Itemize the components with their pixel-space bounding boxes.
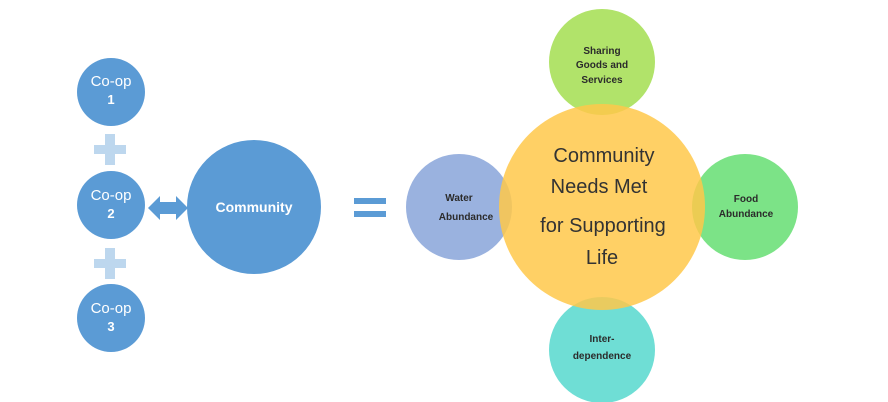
water-label-line2: Abundance — [439, 212, 494, 223]
coop-3-label: Co-op — [91, 300, 132, 317]
coop-1-number: 1 — [107, 92, 114, 107]
community-node: Community — [187, 140, 321, 274]
interdependence-label-line1: Inter- — [590, 334, 615, 345]
interdependence-label-line2: dependence — [573, 351, 632, 362]
coop-2-label: Co-op — [91, 187, 132, 204]
petal-interdependence — [549, 297, 655, 402]
water-label-line1: Water — [445, 193, 473, 204]
coop-1-label: Co-op — [91, 73, 132, 90]
coop-1-node: Co-op 1 — [77, 58, 145, 126]
petal-water-abundance — [406, 154, 512, 260]
center-needs-met-node — [499, 104, 705, 310]
petal-food-abundance — [692, 154, 798, 260]
center-label-line3: for Supporting — [540, 215, 666, 237]
coop-2-node: Co-op 2 — [77, 171, 145, 239]
coop-3-node: Co-op 3 — [77, 284, 145, 352]
equals-icon — [354, 198, 386, 217]
food-label-line1: Food — [734, 194, 758, 205]
center-label-line1: Community — [553, 145, 654, 167]
food-label-line2: Abundance — [719, 209, 774, 220]
center-label-line4: Life — [586, 247, 618, 269]
sharing-label-line2: Goods and — [576, 60, 628, 71]
coop-3-number: 3 — [107, 319, 114, 334]
center-label-line2: Needs Met — [551, 176, 648, 198]
petal-sharing-goods — [549, 9, 655, 115]
plus-icon — [94, 134, 126, 165]
plus-icon — [94, 248, 126, 279]
sharing-label-line3: Services — [581, 75, 623, 86]
coop-2-number: 2 — [107, 206, 114, 221]
double-arrow-icon — [148, 196, 188, 220]
sharing-label-line1: Sharing — [583, 46, 620, 57]
community-label: Community — [216, 199, 293, 215]
